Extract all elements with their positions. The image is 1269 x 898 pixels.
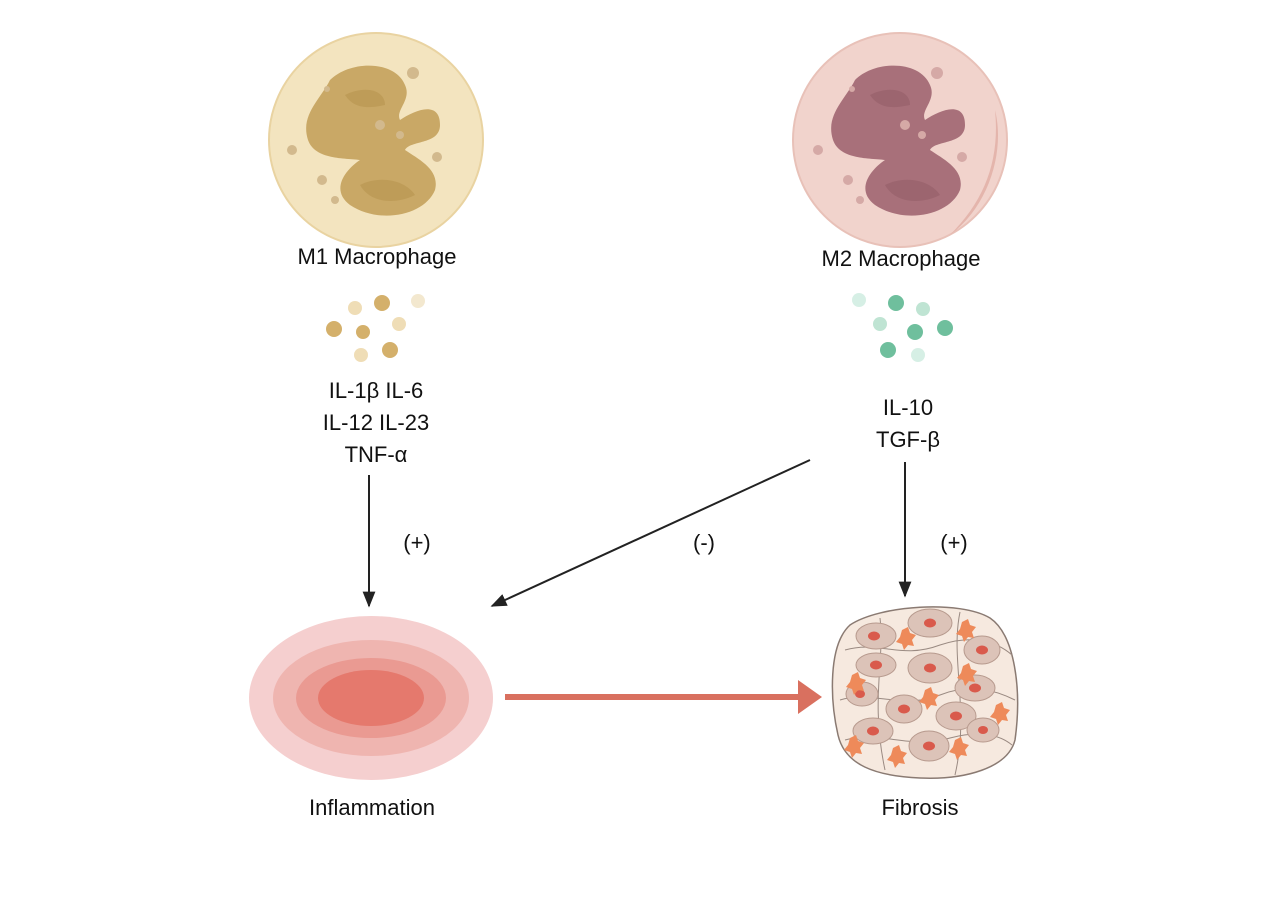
- m2-cytokine-dots: [852, 293, 953, 362]
- m2-cytokines-label: IL-10 TGF-β: [808, 392, 1008, 456]
- m1-cytokine-line: TNF-α: [344, 442, 408, 467]
- inflamed-tissue-icon: [249, 616, 493, 780]
- m1-cytokines-label: IL-1β IL-6 IL-12 IL-23 TNF-α: [276, 375, 476, 471]
- m2-to-fibrosis-sign: (+): [940, 530, 968, 555]
- m2-to-inflammation-sign: (-): [693, 530, 715, 555]
- m2-cytokine-line: TGF-β: [876, 427, 940, 452]
- m2-macrophage-cell-icon: [792, 32, 1008, 248]
- inflammation-to-fibrosis-arrow: [505, 680, 822, 714]
- m1-to-inflammation-sign: (+): [403, 530, 431, 555]
- m2-to-inflammation-arrow: [490, 459, 811, 607]
- inflammation-label: Inflammation: [309, 795, 435, 820]
- m2-cytokine-line: IL-10: [882, 395, 934, 420]
- m1-cytokine-line: IL-1β IL-6: [328, 378, 424, 403]
- m1-macrophage-cell-icon: [268, 32, 484, 248]
- m2-macrophage-label: M2 Macrophage: [821, 246, 981, 271]
- fibrotic-tissue-icon: [831, 606, 1019, 779]
- m1-cytokine-dots: [326, 294, 425, 362]
- m1-macrophage-label: M1 Macrophage: [297, 244, 457, 269]
- m1-cytokine-line: IL-12 IL-23: [322, 410, 430, 435]
- fibrosis-label: Fibrosis: [881, 795, 959, 820]
